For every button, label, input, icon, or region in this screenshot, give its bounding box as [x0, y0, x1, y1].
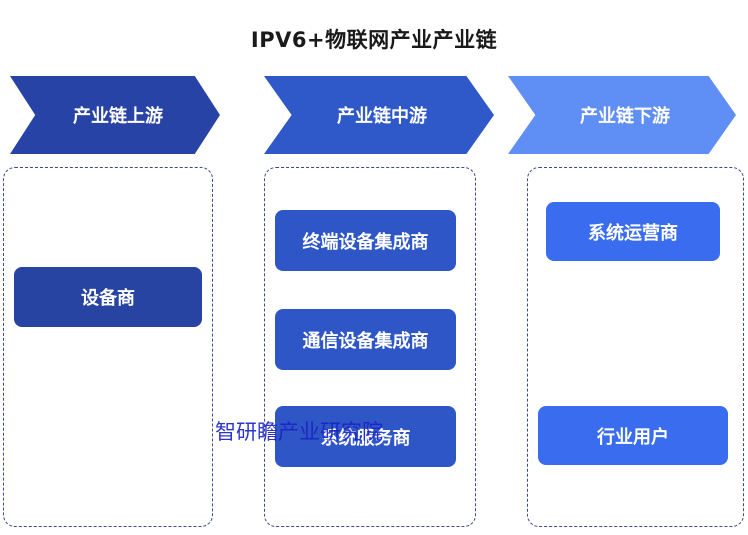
stage-header-downstream: 产业链下游 — [508, 76, 736, 154]
node-system-service: 系统服务商 — [275, 406, 456, 467]
midstream-column — [264, 167, 476, 527]
node-industry-user: 行业用户 — [538, 406, 728, 465]
node-terminal-integrator: 终端设备集成商 — [275, 210, 456, 271]
node-equipment-vendor: 设备商 — [14, 267, 202, 327]
stage-header-midstream: 产业链中游 — [264, 76, 494, 154]
upstream-column — [3, 167, 213, 527]
node-comm-integrator: 通信设备集成商 — [275, 309, 456, 370]
stage-label-downstream: 产业链下游 — [580, 106, 670, 127]
watermark-text: 智研瞻产业研究院 — [215, 420, 383, 444]
node-system-operator: 系统运营商 — [546, 202, 720, 261]
downstream-column — [527, 167, 744, 527]
stage-label-upstream: 产业链上游 — [73, 106, 163, 127]
diagram-title: IPV6+物联网产业产业链 — [250, 28, 498, 52]
stage-header-upstream: 产业链上游 — [10, 76, 220, 154]
stage-label-midstream: 产业链中游 — [337, 106, 427, 127]
